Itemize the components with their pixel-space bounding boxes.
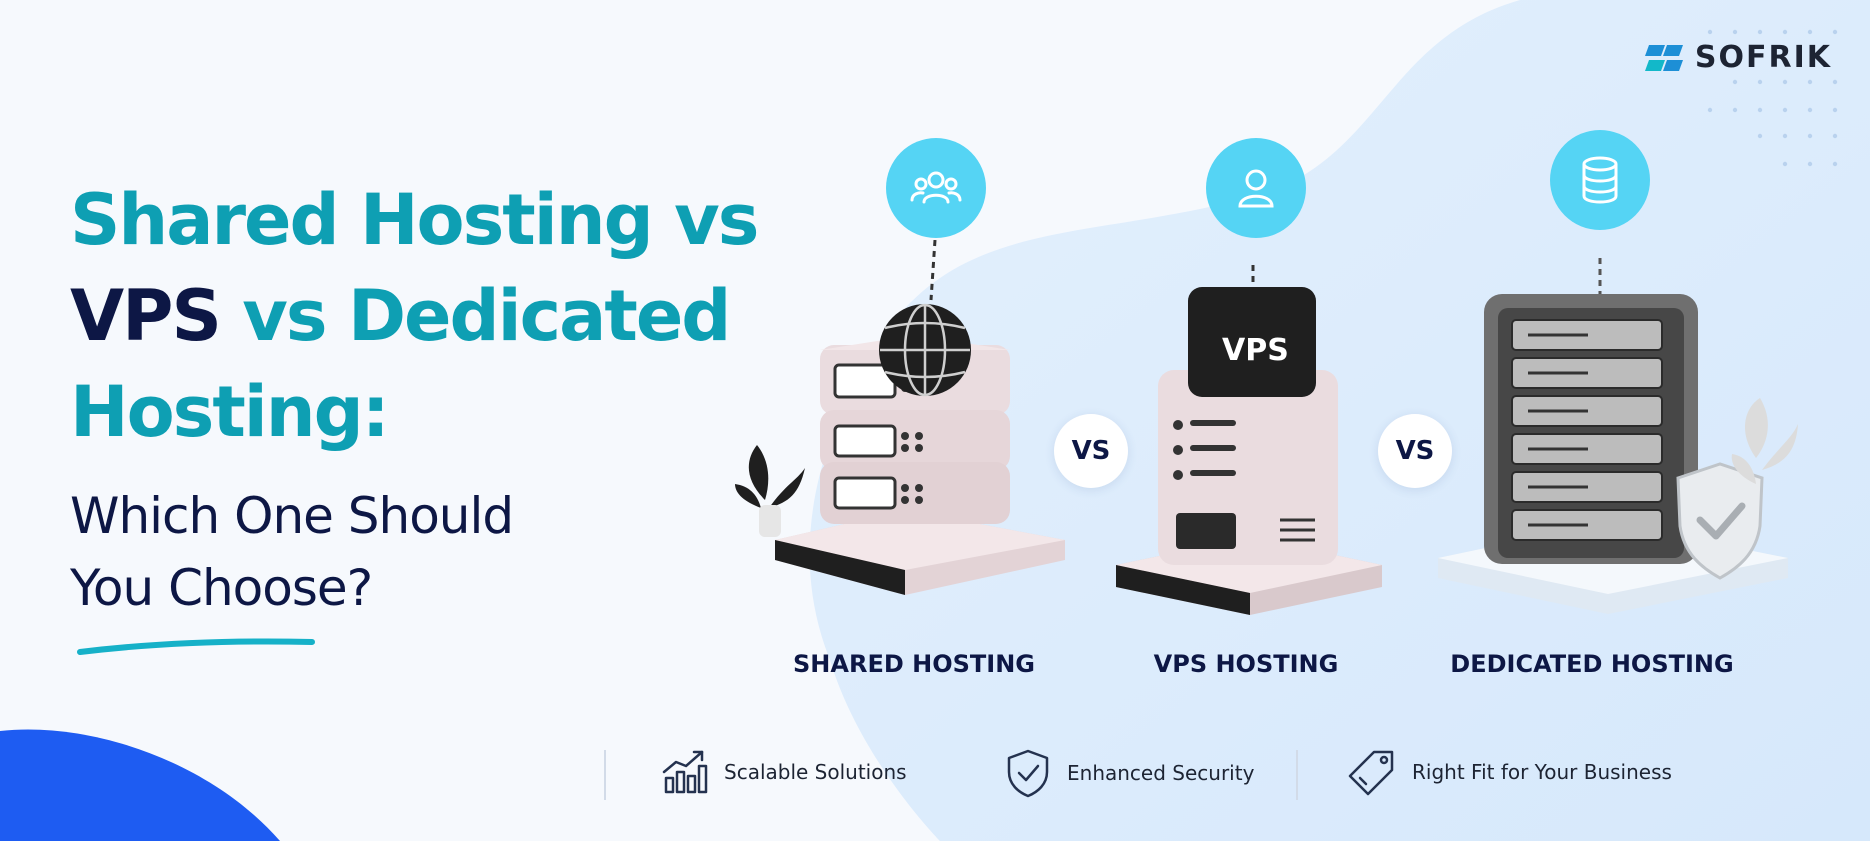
feature-right-fit: Right Fit for Your Business bbox=[1348, 748, 1672, 796]
title-line-2-rest: vs Dedicated bbox=[219, 275, 731, 357]
database-icon bbox=[1582, 156, 1618, 204]
title-line-1: Shared Hosting vs bbox=[70, 179, 759, 261]
title-underline bbox=[77, 638, 315, 655]
brand-name: SOFRIK bbox=[1694, 40, 1832, 75]
corner-decoration bbox=[0, 729, 280, 841]
shared-icon-badge bbox=[886, 138, 986, 238]
subtitle-line-2: You Choose? bbox=[70, 559, 373, 617]
feature-divider-2 bbox=[1296, 750, 1298, 800]
vps-box-label: VPS bbox=[1222, 333, 1289, 368]
title-line-3: Hosting: bbox=[70, 371, 390, 453]
user-icon bbox=[1238, 169, 1274, 208]
dot-pattern bbox=[1707, 29, 1838, 167]
title-vps-word: VPS bbox=[70, 275, 222, 357]
page-title: Shared Hosting vs VPS vs Dedicated Hosti… bbox=[70, 172, 759, 460]
feature-security: Enhanced Security bbox=[1005, 748, 1254, 798]
title-line-2: VPS vs Dedicated bbox=[70, 268, 757, 364]
feature-right-fit-label: Right Fit for Your Business bbox=[1412, 760, 1672, 784]
label-vps-hosting: VPS HOSTING bbox=[1153, 650, 1339, 678]
subtitle: Which One Should You Choose? bbox=[70, 480, 514, 624]
feature-divider-1 bbox=[604, 750, 606, 800]
users-icon bbox=[910, 171, 962, 204]
growth-chart-icon bbox=[662, 750, 708, 794]
dedicated-hosting-illustration bbox=[1438, 258, 1798, 614]
label-dedicated-hosting: DEDICATED HOSTING bbox=[1450, 650, 1734, 678]
vps-icon-badge bbox=[1206, 138, 1306, 238]
vps-hosting-illustration: VPS bbox=[1116, 265, 1382, 615]
shared-hosting-illustration bbox=[735, 240, 1065, 595]
feature-security-label: Enhanced Security bbox=[1067, 761, 1255, 785]
dedicated-icon-badge bbox=[1550, 130, 1650, 230]
feature-scalable-label: Scalable Solutions bbox=[724, 760, 907, 784]
sofrik-logo-icon bbox=[1644, 44, 1683, 71]
subtitle-line-1: Which One Should bbox=[70, 487, 514, 545]
vs-badge-1: VS bbox=[1054, 414, 1128, 488]
vs-badge-2: VS bbox=[1378, 414, 1452, 488]
feature-scalable: Scalable Solutions bbox=[660, 748, 907, 796]
price-tag-icon bbox=[1348, 750, 1394, 796]
label-shared-hosting: SHARED HOSTING bbox=[793, 650, 1035, 678]
brand-logo[interactable]: SOFRIK bbox=[1643, 40, 1832, 75]
shield-check-icon bbox=[1007, 749, 1049, 798]
